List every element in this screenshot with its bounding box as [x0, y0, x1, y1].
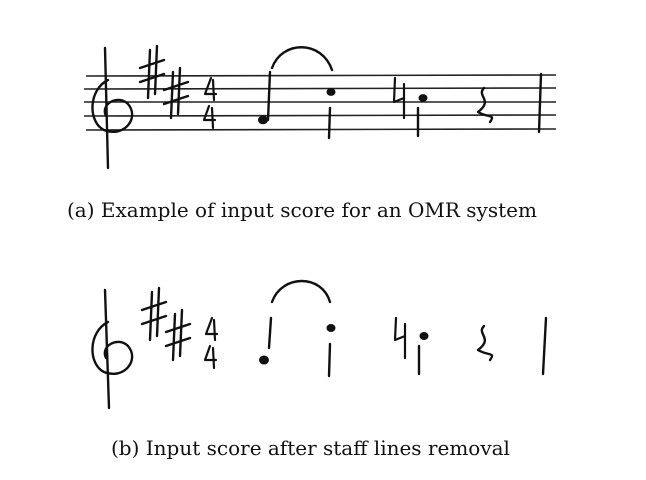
slur [270, 279, 332, 304]
note-2 [326, 88, 336, 140]
slur [270, 46, 334, 72]
figure-a: (a) Example of input score for an OMR sy… [67, 44, 557, 222]
note-2 [326, 324, 336, 378]
score-with-staff-lines [83, 44, 557, 170]
time-signature [203, 316, 219, 370]
natural-sign [393, 316, 407, 360]
figure-b: (b) Input score after staff lines remova… [0, 240, 646, 480]
natural-sign [392, 76, 406, 120]
quarter-rest [476, 324, 494, 362]
note-1 [258, 70, 272, 125]
sharp-1 [140, 286, 168, 342]
note-3 [416, 94, 428, 138]
sharp-1 [138, 44, 166, 100]
time-signature [202, 76, 218, 130]
note-1 [259, 316, 273, 365]
note-3 [417, 332, 429, 376]
caption-b: (b) Input score after staff lines remova… [111, 436, 510, 460]
treble-clef [91, 288, 134, 410]
caption-a: (a) Example of input score for an OMR sy… [67, 198, 537, 222]
score-without-staff-lines [91, 279, 548, 410]
sharp-2 [162, 66, 190, 120]
barline [541, 316, 548, 376]
barline [537, 72, 543, 134]
sharp-2 [164, 308, 192, 362]
treble-clef [91, 46, 134, 170]
quarter-rest [476, 86, 494, 124]
staff-lines [83, 74, 557, 131]
